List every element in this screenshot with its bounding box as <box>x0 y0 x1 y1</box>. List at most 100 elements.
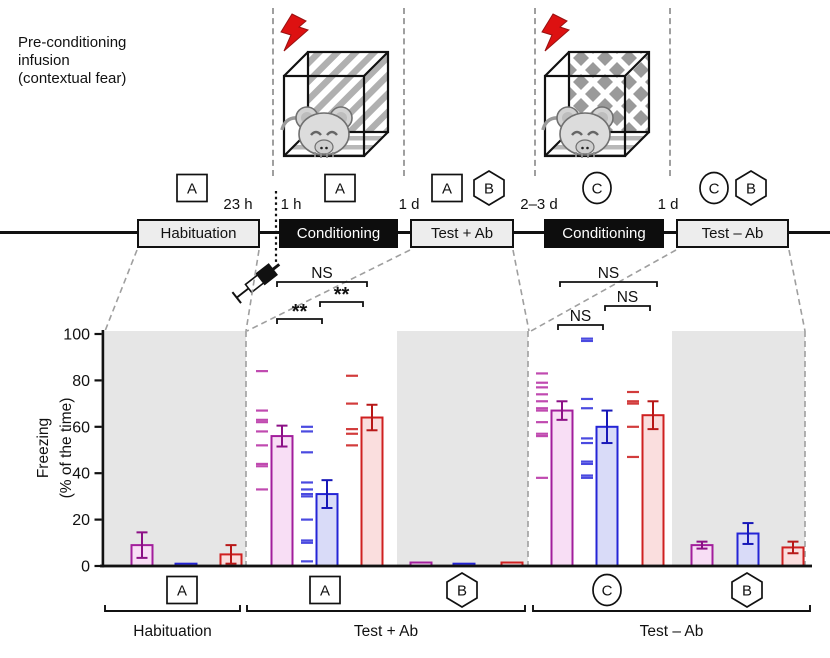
context-badge-letter: A <box>187 180 197 197</box>
context-badge-A <box>166 575 198 605</box>
phase-label: Habituation <box>133 623 211 640</box>
bar-A-blue <box>315 493 339 567</box>
data-point-blue <box>301 539 313 542</box>
data-point-blue <box>301 481 313 484</box>
data-point-red <box>627 400 639 403</box>
data-point-magenta <box>536 381 548 384</box>
timeline-box-label: Test + Ab <box>430 225 494 242</box>
y-axis-title: (% of the time) <box>58 398 75 499</box>
data-point-blue <box>301 425 313 428</box>
data-point-blue <box>581 441 593 445</box>
data-point-red <box>346 428 358 431</box>
context-badge-letter: C <box>592 180 603 197</box>
timeline-box-label: Habituation <box>160 225 237 242</box>
context-badge-letter: B <box>742 582 752 599</box>
data-point-blue <box>301 488 313 491</box>
significance-label: NS <box>598 265 620 282</box>
bar-A-blue <box>174 562 198 567</box>
significance-bracket <box>557 324 604 330</box>
significance-label: NS <box>617 289 639 306</box>
data-point-red <box>627 455 639 459</box>
context-badge-letter: C <box>602 582 613 599</box>
context-guide-line <box>534 8 536 176</box>
significance-label: ** <box>292 301 308 323</box>
context-guide-line <box>403 8 405 176</box>
zoom-guide-line <box>104 249 138 332</box>
mouse-icon <box>541 106 614 158</box>
data-point-magenta <box>536 432 548 435</box>
data-point-blue <box>301 451 313 454</box>
timeline-box-test-plus-ab: Test + Ab <box>410 219 514 248</box>
data-point-magenta <box>256 430 268 433</box>
data-point-magenta <box>536 409 548 412</box>
data-point-blue <box>301 541 313 544</box>
bar-A-magenta <box>270 435 294 567</box>
significance-label: NS <box>311 265 333 282</box>
y-axis <box>101 330 105 568</box>
timeline-box-habituation: Habituation <box>137 219 260 248</box>
data-point-blue <box>581 474 593 477</box>
significance-label: ** <box>334 284 350 306</box>
shaded-context-region <box>672 331 805 565</box>
context-a-chamber-illustration <box>280 13 390 158</box>
data-point-magenta <box>536 434 548 438</box>
interval-1h: 1 h <box>280 196 302 213</box>
data-point-blue <box>301 430 313 433</box>
data-point-magenta <box>256 465 268 468</box>
bar-B-blue <box>452 562 476 567</box>
timeline-box-test-minus-ab: Test – Ab <box>676 219 789 248</box>
pre-conditioning-line2: infusion <box>18 52 70 69</box>
context-badge-B <box>446 572 478 608</box>
data-point-magenta <box>256 421 268 424</box>
data-point-magenta <box>536 372 548 375</box>
data-point-blue <box>581 339 593 343</box>
interval-2-3d: 2–3 d <box>520 196 558 213</box>
data-point-red <box>627 390 639 394</box>
phase-bracket <box>532 605 811 612</box>
context-badge-letter: B <box>746 180 756 197</box>
bar-B-blue <box>736 532 760 568</box>
y-tick-label: 40 <box>72 466 90 483</box>
bar-C-blue <box>595 425 619 567</box>
phase-label: Test + Ab <box>354 623 418 640</box>
zoom-guide-line <box>530 249 677 332</box>
interval-1d: 1 d <box>398 196 420 213</box>
mouse-icon <box>280 106 353 158</box>
data-point-blue <box>301 492 313 496</box>
context-badge-C <box>699 171 729 205</box>
shaded-context-region <box>397 331 528 565</box>
pre-conditioning-line1: Pre-conditioning <box>18 34 127 51</box>
x-axis <box>100 564 812 568</box>
data-point-magenta <box>256 370 268 373</box>
y-axis-title: Freezing <box>35 418 52 478</box>
context-badge-letter: C <box>709 180 720 197</box>
bar-A-red <box>360 416 384 567</box>
context-badge-letter: A <box>320 582 330 599</box>
bar-C-red <box>641 414 665 568</box>
context-badge-letter: A <box>335 180 345 197</box>
data-point-red <box>346 374 358 377</box>
data-point-red <box>627 402 639 405</box>
context-badge-B <box>731 572 763 608</box>
significance-bracket <box>559 281 658 287</box>
context-c-chamber-illustration <box>541 13 651 158</box>
timeline-box-label: Test – Ab <box>701 225 764 242</box>
data-point-blue <box>581 460 593 463</box>
chamber-cube <box>541 50 651 158</box>
data-point-magenta <box>536 386 548 389</box>
y-tick-label: 80 <box>72 373 90 390</box>
context-badge-letter: A <box>442 180 452 197</box>
context-badge-B <box>473 170 505 206</box>
context-badge-letter: A <box>177 582 187 599</box>
context-badge-C <box>592 573 622 607</box>
interval-23h: 23 h <box>223 196 253 213</box>
bar-B-red <box>781 546 805 568</box>
pre-conditioning-label: Pre-conditioning infusion (contextual fe… <box>18 34 126 88</box>
significance-label: NS <box>570 308 592 325</box>
syringe-icon <box>231 263 281 304</box>
data-point-red <box>346 432 358 435</box>
timeline-box-conditioning-2: Conditioning <box>544 219 664 248</box>
data-point-magenta <box>536 476 548 479</box>
